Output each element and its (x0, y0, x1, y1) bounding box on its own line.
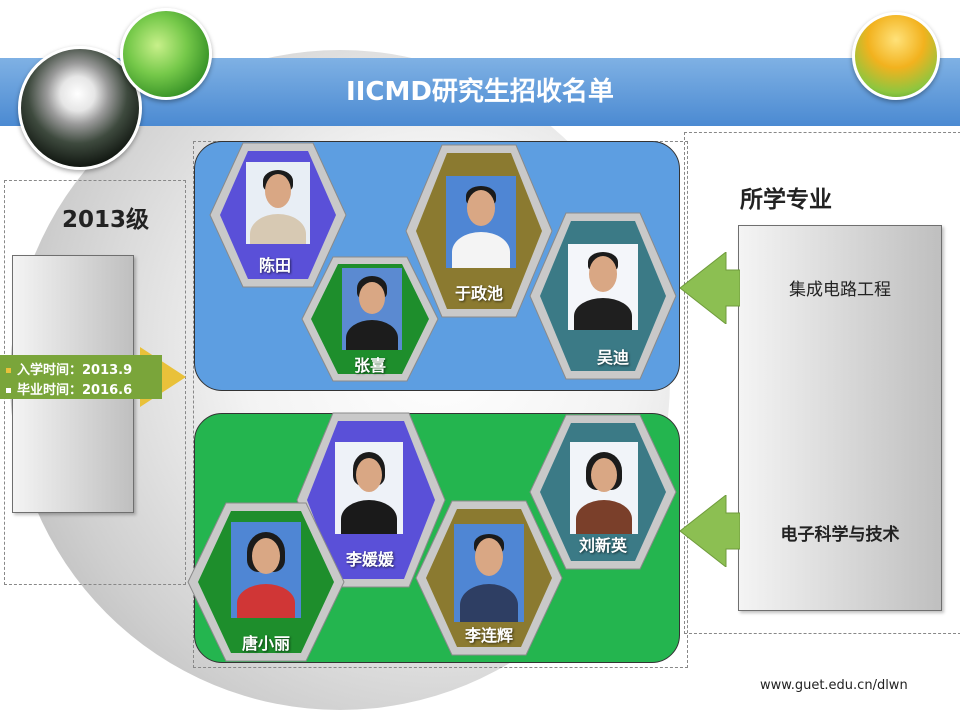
majors-frame (684, 132, 960, 634)
student-photo (570, 442, 638, 534)
major-label-ic: 集成电路工程 (789, 280, 891, 300)
student-photo (454, 524, 524, 622)
student-name: 吴迪 (596, 348, 629, 367)
student-name: 陈田 (258, 256, 291, 275)
majors-box (738, 225, 942, 611)
student-card: 李连辉 (414, 498, 564, 658)
footer-url: www.guet.edu.cn/dlwn (760, 678, 908, 693)
student-name: 张喜 (353, 356, 386, 375)
student-photo (568, 244, 638, 330)
date-banner: 入学时间：2013.9 毕业时间：2016.6 (0, 355, 162, 399)
student-photo (335, 442, 403, 534)
student-photo (231, 522, 301, 618)
majors-title: 所学专业 (740, 187, 832, 213)
student-name: 李连辉 (464, 626, 513, 645)
major-label-es: 电子科学与技术 (780, 525, 900, 545)
major-arrow-2 (680, 495, 740, 567)
student-card: 唐小丽 (186, 500, 346, 664)
student-card: 于政池 (404, 142, 554, 320)
student-name: 李媛媛 (345, 550, 394, 569)
flower-logo-icon (852, 12, 940, 100)
student-card: 李媛媛 (295, 410, 447, 590)
slide-title: IICMD研究生招收名单 (346, 77, 614, 107)
student-card: 陈田 (208, 140, 348, 290)
student-name: 刘新英 (578, 536, 627, 555)
major-arrow-1 (680, 252, 740, 324)
student-card: 刘新英 (528, 412, 678, 572)
student-photo (342, 268, 402, 350)
graduate-time: 毕业时间：2016.6 (6, 379, 132, 398)
student-photo (446, 176, 516, 268)
student-name: 唐小丽 (241, 634, 290, 653)
student-name: 于政池 (454, 284, 503, 303)
leaf-logo-icon (120, 8, 212, 100)
student-card: 张喜 (300, 254, 440, 384)
year-label: 2013级 (62, 207, 150, 233)
student-card: 吴迪 (528, 210, 678, 382)
student-photo (246, 162, 310, 244)
enroll-time: 入学时间：2013.9 (6, 359, 132, 378)
